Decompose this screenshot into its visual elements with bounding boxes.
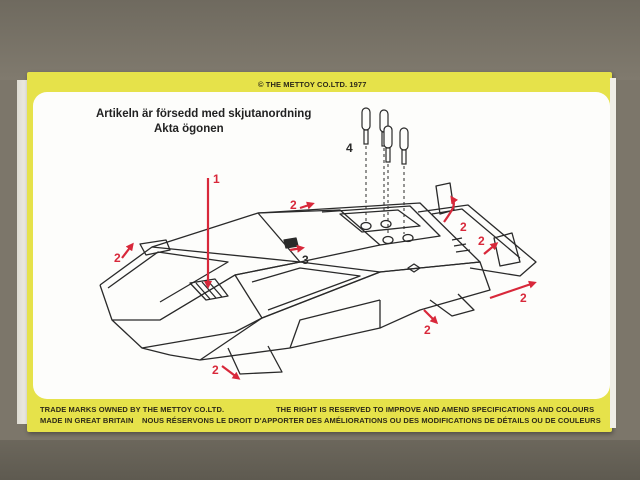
made-in-text: MADE IN GREAT BRITAIN	[40, 416, 134, 425]
background-wall	[0, 0, 640, 80]
red-arrows	[121, 178, 537, 380]
arrow-2-front-skirt	[221, 365, 241, 380]
callout-1: 1	[213, 172, 220, 186]
callout-2-rear-upper: 2	[460, 220, 467, 234]
missile-guide-lines	[365, 146, 405, 236]
arrow-2-top	[299, 201, 315, 210]
callout-2-rear-skirt: 2	[520, 291, 527, 305]
french-rights-text: NOUS RÉSERVONS LE DROIT D'APPORTER DES A…	[142, 416, 601, 425]
heading-line-2: Akta ögonen	[154, 123, 224, 135]
copyright-text: © THE METTOY CO.LTD. 1977	[258, 80, 367, 89]
box-side-edge-right	[610, 78, 616, 428]
arrow-3	[289, 244, 305, 253]
callout-2-top: 2	[290, 198, 297, 212]
arrow-2-rear-fin	[483, 242, 499, 255]
car-line-art	[99, 182, 537, 375]
arrow-2-left	[121, 242, 134, 259]
callout-2-left: 2	[114, 251, 121, 265]
callout-4: 4	[346, 141, 353, 155]
callout-3: 3	[302, 253, 309, 267]
background-table	[0, 440, 640, 480]
callout-2-rear-fin: 2	[478, 234, 485, 248]
box-side-edge	[17, 80, 29, 424]
missile-parts	[361, 107, 409, 165]
arrow-2-rear-upper	[443, 195, 459, 223]
arrow-2-mid-skirt	[423, 309, 439, 325]
callout-2-mid-skirt: 2	[424, 323, 431, 337]
callout-2-front-skirt: 2	[212, 363, 219, 377]
arrow-2-rear-skirt	[489, 280, 537, 300]
rights-text: THE RIGHT IS RESERVED TO IMPROVE AND AME…	[276, 405, 595, 414]
trademark-text: TRADE MARKS OWNED BY THE METTOY CO.LTD.	[40, 405, 225, 414]
heading-line-1: Artikeln är försedd med skjutanordning	[96, 108, 312, 120]
